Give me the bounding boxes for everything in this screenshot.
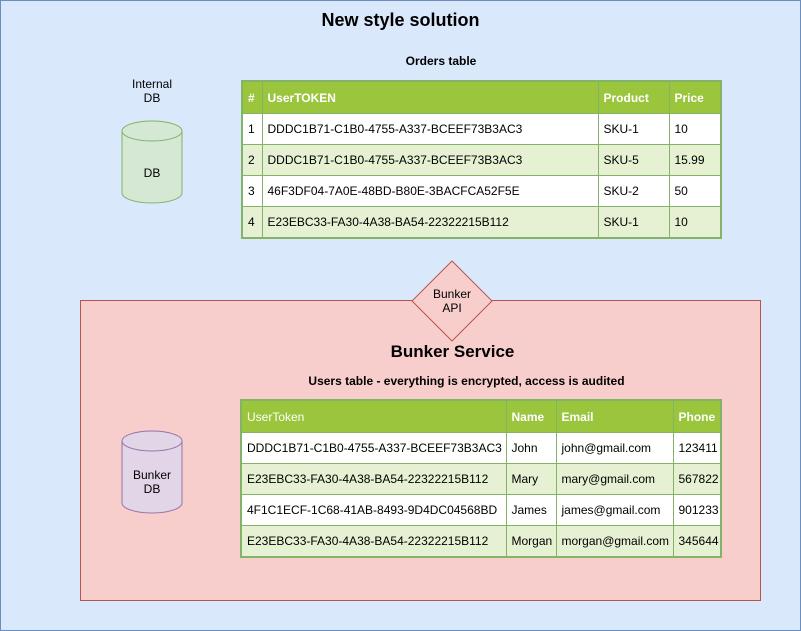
users-cell: 567822: [672, 463, 722, 495]
users-header-cell: Phone: [672, 399, 722, 433]
orders-cell: SKU-5: [597, 144, 670, 176]
users-header-row: UserToken Name Email Phone: [240, 399, 722, 433]
orders-row: 4 E23EBC33-FA30-4A38-BA54-22322215B112 S…: [241, 206, 722, 239]
users-table: UserToken Name Email Phone DDDC1B71-C1B0…: [240, 399, 722, 558]
internal-db-caption: Internal DB: [131, 77, 173, 105]
users-cell: Mary: [505, 463, 557, 495]
users-cell: mary@gmail.com: [555, 463, 674, 495]
orders-cell: 15.99: [668, 144, 722, 176]
internal-db-label: DB: [143, 166, 161, 180]
orders-table-caption: Orders table: [405, 54, 477, 68]
users-row: E23EBC33-FA30-4A38-BA54-22322215B112 Mor…: [240, 525, 722, 558]
orders-header-row: # UserTOKEN Product Price: [241, 80, 722, 114]
orders-cell: DDDC1B71-C1B0-4755-A337-BCEEF73B3AC3: [261, 144, 599, 176]
orders-cell: SKU-2: [597, 175, 670, 207]
diagram-title: New style solution: [321, 10, 480, 30]
users-cell: 4F1C1ECF-1C68-41AB-8493-9D4DC04568BD: [240, 494, 507, 526]
users-header-cell: Email: [555, 399, 674, 433]
orders-row: 1 DDDC1B71-C1B0-4755-A337-BCEEF73B3AC3 S…: [241, 113, 722, 145]
users-cell: james@gmail.com: [555, 494, 674, 526]
orders-header-cell: UserTOKEN: [261, 80, 599, 114]
orders-cell: SKU-1: [597, 113, 670, 145]
users-cell: Morgan: [505, 525, 557, 558]
users-cell: morgan@gmail.com: [555, 525, 674, 558]
orders-row: 2 DDDC1B71-C1B0-4755-A337-BCEEF73B3AC3 S…: [241, 144, 722, 176]
orders-cell: 1: [241, 113, 263, 145]
users-cell: James: [505, 494, 557, 526]
users-cell: john@gmail.com: [555, 432, 674, 464]
bunker-api-diamond: [411, 260, 493, 347]
users-cell: John: [505, 432, 557, 464]
users-cell: 345644: [672, 525, 722, 558]
orders-row: 3 46F3DF04-7A0E-48BD-B80E-3BACFCA52F5E S…: [241, 175, 722, 207]
orders-cell: 10: [668, 113, 722, 145]
users-header-cell: Name: [505, 399, 557, 433]
users-cell: DDDC1B71-C1B0-4755-A337-BCEEF73B3AC3: [240, 432, 507, 464]
users-cell: E23EBC33-FA30-4A38-BA54-22322215B112: [240, 463, 507, 495]
orders-cell: SKU-1: [597, 206, 670, 239]
users-table-caption: Users table - everything is encrypted, a…: [308, 374, 625, 388]
users-cell: E23EBC33-FA30-4A38-BA54-22322215B112: [240, 525, 507, 558]
internal-db-cylinder: [120, 119, 184, 205]
users-cell: 123411: [672, 432, 722, 464]
orders-cell: 10: [668, 206, 722, 239]
orders-cell: 4: [241, 206, 263, 239]
orders-cell: 46F3DF04-7A0E-48BD-B80E-3BACFCA52F5E: [261, 175, 599, 207]
orders-cell: 3: [241, 175, 263, 207]
orders-header-cell: #: [241, 80, 263, 114]
orders-table: # UserTOKEN Product Price 1 DDDC1B71-C1B…: [241, 80, 722, 239]
orders-cell: 2: [241, 144, 263, 176]
users-header-cell: UserToken: [240, 399, 507, 433]
users-row: 4F1C1ECF-1C68-41AB-8493-9D4DC04568BD Jam…: [240, 494, 722, 526]
users-cell: 901233: [672, 494, 722, 526]
orders-header-cell: Price: [668, 80, 722, 114]
users-row: DDDC1B71-C1B0-4755-A337-BCEEF73B3AC3 Joh…: [240, 432, 722, 464]
orders-cell: DDDC1B71-C1B0-4755-A337-BCEEF73B3AC3: [261, 113, 599, 145]
users-row: E23EBC33-FA30-4A38-BA54-22322215B112 Mar…: [240, 463, 722, 495]
bunker-db-label: Bunker DB: [132, 468, 172, 496]
orders-cell: 50: [668, 175, 722, 207]
orders-header-cell: Product: [597, 80, 670, 114]
bunker-api-label: Bunker API: [432, 287, 472, 315]
orders-cell: E23EBC33-FA30-4A38-BA54-22322215B112: [261, 206, 599, 239]
bunker-service-title: Bunker Service: [390, 342, 515, 361]
bunker-db-cylinder: [120, 429, 184, 515]
